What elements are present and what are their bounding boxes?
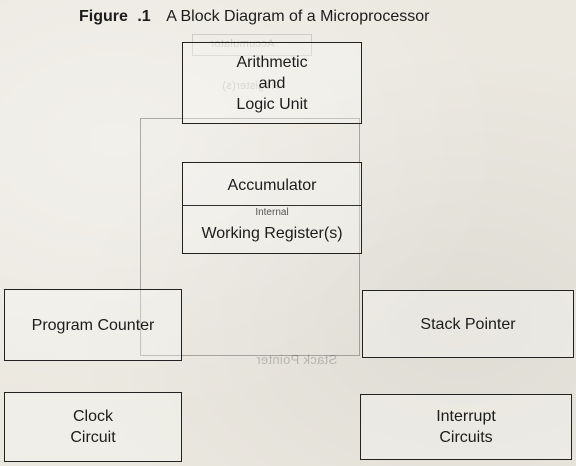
stack-pointer-block: Stack Pointer — [362, 290, 574, 358]
interrupt-line-1: Interrupt — [436, 408, 496, 425]
bus-frame — [140, 118, 360, 356]
figure-caption: Figure .1 A Block Diagram of a Microproc… — [79, 8, 429, 26]
register-divider — [183, 205, 361, 206]
alu-line-2: and — [258, 74, 286, 92]
program-counter-block: Program Counter — [4, 289, 182, 361]
clock-circuit-block: Clock Circuit — [4, 392, 182, 462]
interrupt-circuits-block: Interrupt Circuits — [360, 394, 572, 460]
alu-line-3: Logic Unit — [236, 95, 308, 113]
alu-line-1: Arithmetic — [236, 53, 308, 71]
figure-label: Figure — [79, 8, 128, 25]
alu-block: Arithmetic and Logic Unit — [182, 42, 362, 124]
accumulator-label: Accumulator — [227, 177, 317, 194]
working-registers-label: Working Register(s) — [201, 225, 343, 242]
watermark-box — [192, 34, 312, 56]
interrupt-line-2: Circuits — [439, 429, 493, 446]
figure-title: A Block Diagram of a Microprocessor — [166, 8, 430, 25]
clock-line-2: Circuit — [70, 429, 116, 446]
program-counter-label: Program Counter — [31, 316, 155, 334]
figure-number: .1 — [137, 8, 151, 25]
register-block: Accumulator Internal Working Register(s) — [182, 162, 362, 254]
clock-line-1: Clock — [72, 408, 113, 425]
stack-pointer-label: Stack Pointer — [420, 315, 516, 333]
internal-label: Internal — [255, 207, 289, 218]
